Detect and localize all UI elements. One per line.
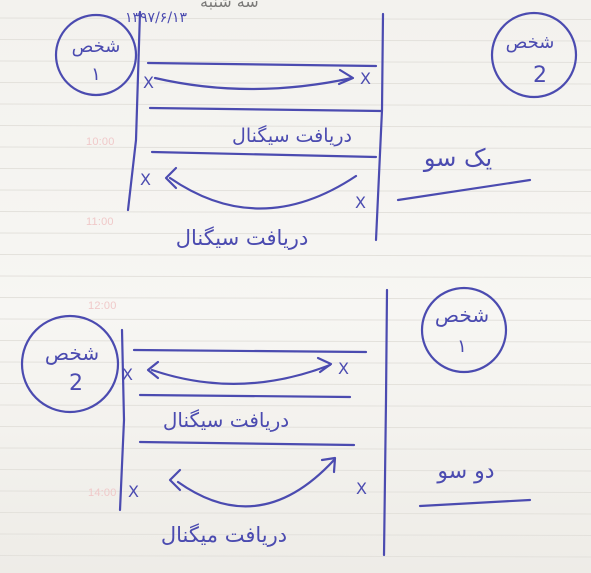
date-note: ۱۳۹۷/۶/۱۳ [125,10,188,26]
result-underline [418,498,532,508]
marker-x: X [140,170,151,189]
left-party-label: شخص [72,36,121,57]
result-label: یک سو [423,144,492,172]
time-label-11: 11:00 [86,216,114,228]
signal-line-top [146,61,378,68]
rule-line [0,168,591,171]
diagram-one-way: ۱۳۹۷/۶/۱۳ شخص ١ شخص 2 X X دریافت سیگنال … [54,10,578,250]
right-wall [382,288,389,557]
signal-line-top [132,348,368,354]
left-party-number: 2 [69,371,83,396]
rule-line [0,17,591,20]
right-party-circle: شخص ١ [420,286,508,374]
right-party-label: شخص [435,303,489,327]
time-label-14: 14:00 [88,487,117,499]
step-label: دریافت میگنال [161,523,287,547]
arrow-head [316,356,333,374]
rule-line [0,469,591,472]
rule-line [0,512,591,515]
rule-line [0,404,591,407]
rule-line [0,103,591,106]
marker-x: X [122,365,133,384]
arrow-head-left [168,468,182,492]
diagram-two-way: شخص 2 شخص ١ X X دریافت سیگنال X X [20,286,532,557]
marker-x: X [143,73,154,92]
rule-line [0,146,591,149]
left-party-circle: شخص 2 [20,314,120,414]
rule-line [0,232,591,235]
rule-line [0,82,591,85]
rule-line [0,426,591,429]
right-party-circle: شخص 2 [490,11,578,99]
signal-line-mid [138,393,352,399]
marker-x: X [338,359,349,378]
arrow-head [320,456,337,474]
right-wall [374,12,385,242]
rule-line [0,361,591,364]
arrow-head-left [146,360,160,380]
arrow-curve-top [150,363,332,385]
right-party-label: شخص [506,32,555,53]
marker-x: X [356,479,367,498]
rule-line [0,533,591,536]
right-party-number: 2 [533,63,547,88]
time-label-12: 12:00 [88,300,117,312]
left-party-circle: شخص ١ [54,13,138,97]
step-label: دریافت سیگنال [232,124,352,147]
signal-line-bottom [138,440,356,447]
rule-line [0,447,591,450]
rule-line [0,318,591,321]
rule-line [0,275,591,278]
arrow-curve-top [153,76,354,91]
left-wall [118,328,126,512]
left-wall [126,10,142,212]
step-label: دریافت سیگنال [163,408,289,432]
rule-line [0,125,591,128]
signal-line-bottom [150,150,378,159]
arrow-curve-bottom [168,174,358,210]
step-label: دریافت سیگنال [176,226,309,250]
rule-line [0,555,591,558]
left-party-number: ١ [91,64,101,85]
rule-line [0,39,591,42]
marker-x: X [355,193,366,212]
result-label: دو سو [436,459,494,484]
time-label-10: 10:00 [86,136,115,148]
day-name: سه شنبه [200,0,259,11]
rule-line [0,211,591,214]
arrow-head-left [164,166,178,190]
right-party-number: ١ [457,336,467,357]
signal-line-mid [148,106,384,113]
marker-x: X [128,482,139,501]
result-underline [396,178,532,202]
left-party-label: شخص [45,341,99,365]
rule-line [0,383,591,386]
rule-line [0,254,591,257]
marker-x: X [360,69,371,88]
rule-line [0,340,591,343]
rule-line [0,189,591,192]
arrow-curve-bottom [176,458,336,508]
arrow-head [337,68,355,86]
